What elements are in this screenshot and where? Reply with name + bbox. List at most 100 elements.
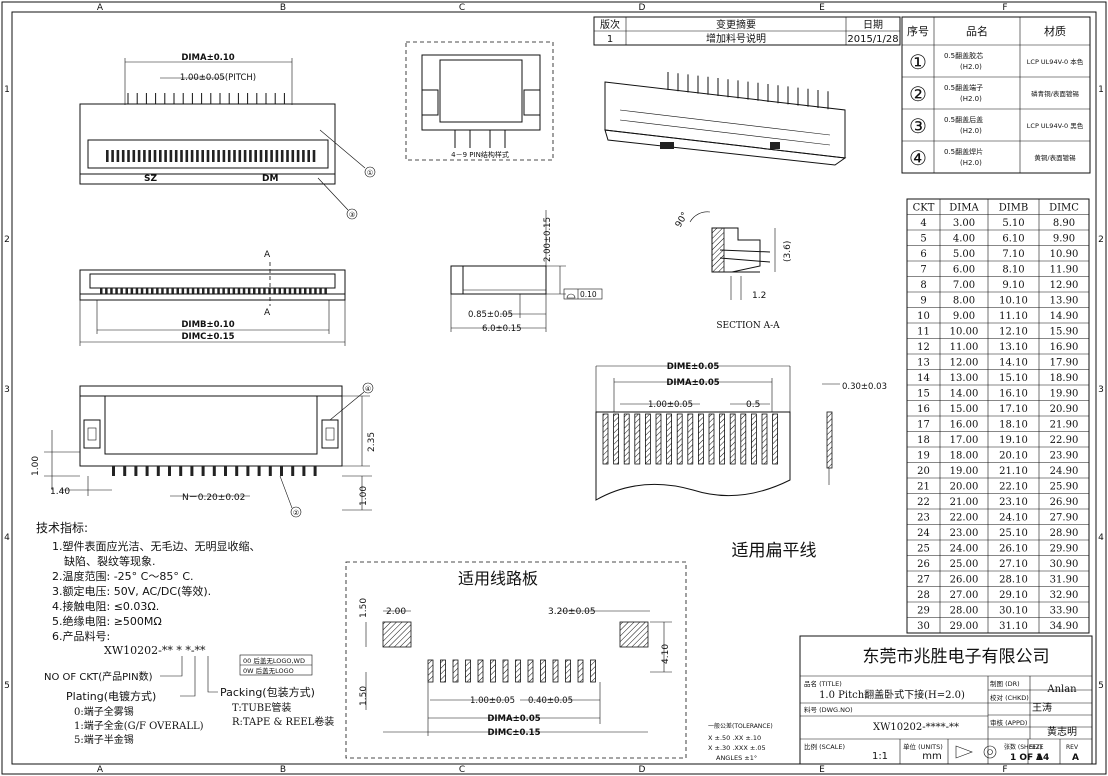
ckt-cell: 11.00 [950,342,979,353]
tb-appd-label: 审核 (APPD) [990,718,1027,727]
ckt-cell: 21.90 [1050,420,1079,431]
ckt-cell: 5.10 [1002,218,1024,229]
side-view: 2.00±0.15 0.10 0.85±0.05 6.0±0.15 [450,210,603,334]
part-number: XW10202-** * *-** [104,644,206,657]
bot-100a: 1.00 [31,456,41,476]
pcb-320: 3.20±0.05 [548,607,596,617]
ckt-cell: 9.90 [1053,234,1075,245]
ckt-cell: 14 [917,373,930,384]
revision-table: 版次 变更摘要 日期 1 增加料号说明 2015/1/28 [593,16,901,46]
ckt-cell: 13.10 [999,342,1028,353]
ckt-cell: 15.00 [950,404,979,415]
tb-size: A4 [1036,753,1049,763]
zone-col-bottom: E [819,765,825,775]
title-block: 东莞市兆胜电子有限公司 品名 (TITLE) 1.0 Pitch翻盖卧式下接(H… [708,635,1093,765]
tb-name: 1.0 Pitch翻盖卧式下接(H=2.0) [819,688,965,701]
zone-col-bottom: F [1002,765,1007,775]
spec-line-4: 3.额定电压: 50V, AC/DC(等效). [52,584,211,598]
spec-title: 技术指标: [36,520,88,535]
mat-sub: (H2.0) [960,63,982,71]
tol-title: 一般公差(TOLERANCE) [708,722,773,730]
zone-col-bottom: A [97,765,104,775]
ckt-cell: 11 [917,327,930,338]
spec-line-2: 缺陷、裂纹等现象. [64,554,156,568]
ckt-cell: 23.00 [950,528,979,539]
ckt-cell: 26.90 [1050,497,1079,508]
ckt-cell: 17.10 [999,404,1028,415]
ckt-cell: 27.10 [999,559,1028,570]
ckt-cell: 18 [917,435,930,446]
mat-sub: (H2.0) [960,159,982,167]
section-aa: 90° (3.6) 1.2 SECTION A-A [674,211,793,331]
ckt-cell: 7 [920,265,926,276]
pcb-dimc: DIMC±0.15 [487,728,540,738]
ckt-cell: 24.10 [999,513,1028,524]
callout-1: ① [367,169,373,177]
ckt-cell: 23.10 [999,497,1028,508]
zone-row-right: 3 [1098,385,1104,395]
mat-name: 0.5翻盖焊片 [944,147,983,156]
tb-unit: mm [922,751,941,762]
ckt-cell: 19 [917,451,930,462]
ckt-cell: 12.90 [1050,280,1079,291]
ckt-cell: 30.90 [1050,559,1079,570]
ckt-cell: 30.10 [999,606,1028,617]
sec-caption: SECTION A-A [716,321,780,331]
sec-w: 1.2 [752,291,766,301]
iso-view [604,72,847,166]
tb-unit-label: 单位 (UNITS) [903,742,943,751]
sec-a-top: A [264,250,271,260]
ckt-cell: 8.90 [1053,218,1075,229]
callout-2: ② [293,509,299,517]
pcb-pitch: 1.00±0.05 [470,696,515,706]
zone-col-top: C [459,3,465,13]
tb-rev: A [1072,753,1079,763]
ckt-cell: 26 [917,559,930,570]
bot-100b: 1.00 [359,486,369,506]
ckt-cell: 7.00 [953,280,975,291]
ckt-cell: 11.10 [999,311,1028,322]
ckt-cell: 13.00 [950,373,979,384]
inner-frame [11,11,1097,765]
front-view: A A DIMB±0.10 DIMC±0.15 [79,250,346,346]
spec-plating: Plating(电镀方式) [66,689,156,703]
pcb-layout: 适用线路板 2.00 3.20±0.05 1.50 4.10 1.50 1.00… [345,561,687,759]
mat-no: ④ [909,146,927,170]
pcb-dima: DIMA±0.05 [487,714,540,724]
zone-col-bottom: B [280,765,286,775]
sec-h: (3.6) [783,241,793,262]
zone-col-bottom: D [639,765,646,775]
tb-pn: XW10202-****-** [873,722,959,733]
fpc-dime: DIME±0.05 [667,362,720,372]
ckt-cell: 18.90 [1050,373,1079,384]
ckt-cell: 19.00 [950,466,979,477]
mat-sub: (H2.0) [960,95,982,103]
ckt-cell: 12 [917,342,930,353]
spec-nockt: NO OF CKT(产品PIN数) [44,670,153,683]
ckt-cell: 25.10 [999,528,1028,539]
ckt-cell: 13 [917,358,930,369]
ckt-header: DIMC [1049,203,1079,214]
ckt-cell: 15 [917,389,930,400]
callout-4: ④ [365,385,371,393]
ckt-cell: 14.90 [1050,311,1079,322]
side-height: 2.00±0.15 [543,217,553,262]
top-view: DIMA±0.10 1.00±0.05(PITCH) SZ DM ① ③ [79,53,376,220]
tb-dr: Anlan [1046,684,1077,695]
ckt-cell: 17.90 [1050,358,1079,369]
zone-col-top: D [639,3,646,13]
ckt-cell: 31.10 [999,621,1028,632]
ckt-cell: 20.10 [999,451,1028,462]
ckt-cell: 34.90 [1050,621,1079,632]
ckt-cell: 5.00 [953,249,975,260]
tol-1: X ±.50 .XX ±.10 [708,734,761,742]
bot-235: 2.35 [367,432,377,452]
mat-h1: 序号 [907,24,929,38]
tol-3: ANGLES ±1° [716,754,757,762]
ckt-cell: 28.10 [999,575,1028,586]
ckt-cell: 24.00 [950,544,979,555]
ckt-cell: 32.90 [1050,590,1079,601]
